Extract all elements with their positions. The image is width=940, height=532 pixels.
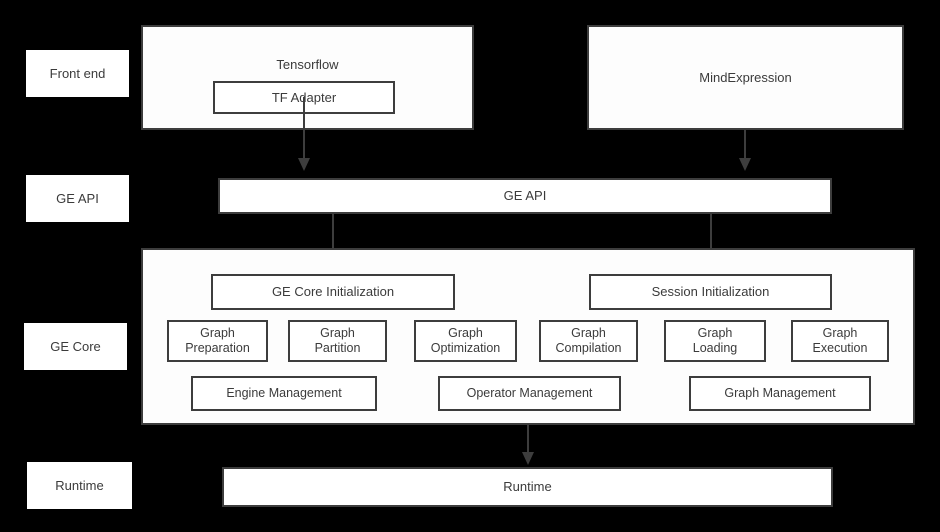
ge-api-bar-label: GE API (503, 188, 547, 204)
mindexpression-box[interactable]: MindExpression (587, 25, 904, 130)
session-initialization-label: Session Initialization (651, 284, 770, 300)
module-graph-compilation[interactable]: Graph Compilation (539, 320, 638, 362)
connector-tf-adapter-to-ge-api-line (303, 97, 305, 159)
ge-api-bar[interactable]: GE API (218, 178, 832, 214)
management-engine-label: Engine Management (226, 386, 342, 401)
ge-core-initialization-box[interactable]: GE Core Initialization (211, 274, 455, 310)
session-initialization-box[interactable]: Session Initialization (589, 274, 832, 310)
module-graph-loading-label: Graph Loading (692, 326, 738, 355)
module-graph-compilation-label: Graph Compilation (555, 326, 622, 355)
module-graph-preparation[interactable]: Graph Preparation (167, 320, 268, 362)
connector-ge-core-to-runtime-arrow (522, 452, 534, 465)
connector-ge-core-to-runtime-line (527, 425, 529, 453)
management-graph[interactable]: Graph Management (689, 376, 871, 411)
layer-label-runtime: Runtime (27, 462, 132, 509)
layer-label-runtime-text: Runtime (55, 478, 104, 493)
tf-adapter-label: TF Adapter (271, 89, 337, 105)
module-graph-optimization[interactable]: Graph Optimization (414, 320, 517, 362)
connector-mindexpression-to-ge-api-line (744, 130, 746, 160)
module-graph-partition[interactable]: Graph Partition (288, 320, 387, 362)
runtime-bar[interactable]: Runtime (222, 467, 833, 507)
connector-ge-api-to-session-init-line (710, 213, 712, 259)
tensorflow-frame[interactable]: Tensorflow (141, 25, 474, 130)
layer-label-ge-api: GE API (26, 175, 129, 222)
module-graph-loading[interactable]: Graph Loading (664, 320, 766, 362)
module-graph-partition-label: Graph Partition (314, 326, 361, 355)
layer-label-front-end-text: Front end (49, 66, 106, 81)
module-graph-optimization-label: Graph Optimization (430, 326, 501, 355)
layer-label-ge-core-text: GE Core (50, 339, 101, 354)
tensorflow-label: Tensorflow (276, 57, 339, 72)
module-graph-execution-label: Graph Execution (812, 326, 868, 355)
layer-label-ge-core: GE Core (24, 323, 127, 370)
ge-core-initialization-label: GE Core Initialization (271, 284, 395, 300)
layer-label-ge-api-text: GE API (56, 191, 99, 206)
module-graph-preparation-label: Graph Preparation (185, 326, 250, 355)
layer-label-front-end: Front end (26, 50, 129, 97)
mindexpression-label: MindExpression (699, 69, 792, 85)
connector-ge-api-to-ge-core-init-line (332, 213, 334, 259)
management-operator-label: Operator Management (466, 386, 593, 401)
management-graph-label: Graph Management (724, 386, 836, 401)
connector-tf-adapter-to-ge-api-arrow (298, 158, 310, 171)
module-graph-execution[interactable]: Graph Execution (791, 320, 889, 362)
management-operator[interactable]: Operator Management (438, 376, 621, 411)
connector-mindexpression-to-ge-api-arrow (739, 158, 751, 171)
runtime-bar-label: Runtime (503, 479, 552, 495)
management-engine[interactable]: Engine Management (191, 376, 377, 411)
